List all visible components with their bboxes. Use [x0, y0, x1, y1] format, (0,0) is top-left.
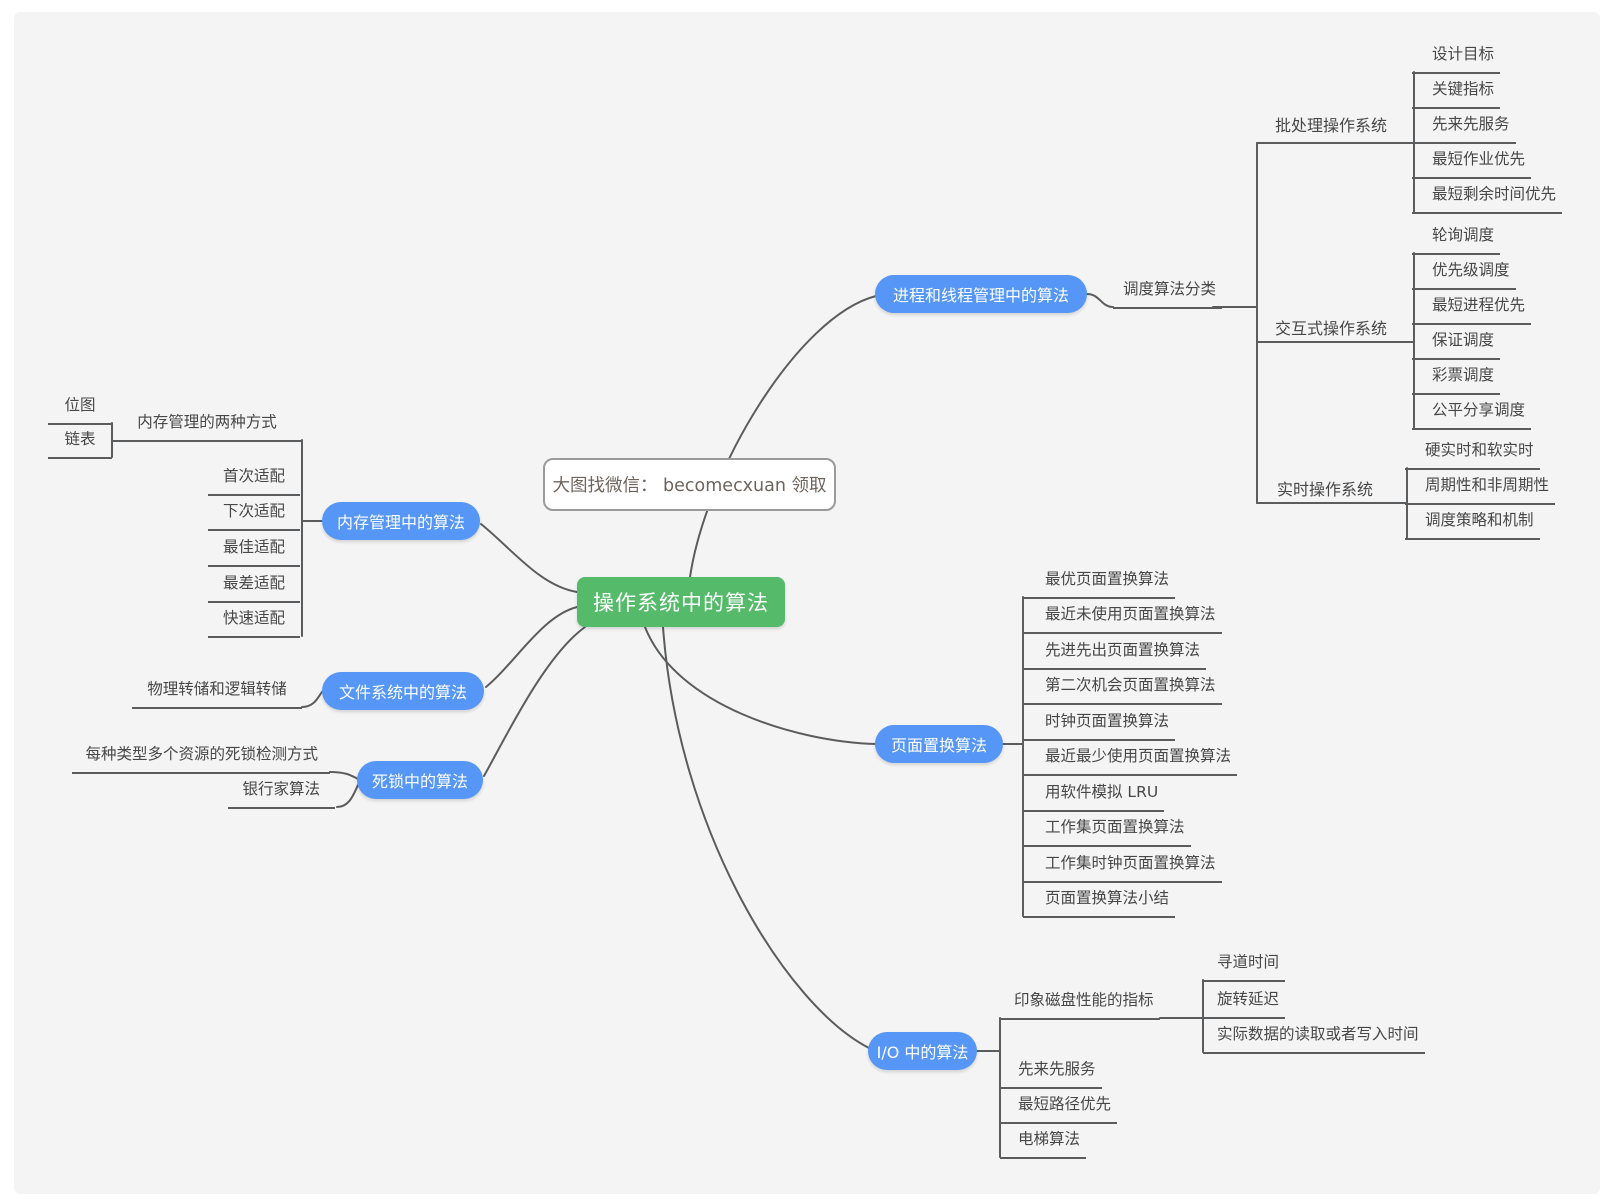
leaf-topic[interactable]: 用软件模拟 LRU [1023, 780, 1165, 812]
watermark-box: 大图找微信： becomecxuan 领取 [543, 458, 836, 511]
branch-deadlock[interactable]: 死锁中的算法 [357, 761, 483, 799]
leaf-topic[interactable]: 首次适配 [208, 464, 300, 496]
leaf-topic[interactable]: 公平分享调度 [1412, 398, 1532, 430]
branch-filesystem[interactable]: 文件系统中的算法 [322, 672, 484, 710]
leaf-topic[interactable]: 周期性和非周期性 [1405, 473, 1556, 505]
leaf-topic[interactable]: 保证调度 [1412, 328, 1501, 360]
leaf-topic[interactable]: 最短进程优先 [1412, 293, 1532, 325]
leaf-topic[interactable]: 最短作业优先 [1412, 147, 1532, 179]
branch-process-threads[interactable]: 进程和线程管理中的算法 [875, 275, 1087, 313]
leaf-topic[interactable]: 调度策略和机制 [1405, 508, 1540, 540]
leaf-topic[interactable]: 先进先出页面置换算法 [1023, 638, 1207, 670]
leaf-topic[interactable]: 最短路径优先 [1000, 1092, 1118, 1124]
topic-batch-os[interactable]: 批处理操作系统 [1275, 116, 1388, 135]
leaf-topic[interactable]: 轮询调度 [1412, 223, 1501, 255]
leaf-topic[interactable]: 先来先服务 [1000, 1057, 1102, 1089]
leaf-topic[interactable]: 最近最少使用页面置换算法 [1023, 744, 1238, 776]
leaf-topic[interactable]: 实际数据的读取或者写入时间 [1203, 1022, 1425, 1054]
leaf-topic[interactable]: 最佳适配 [208, 535, 300, 567]
leaf-topic[interactable]: 最差适配 [208, 571, 300, 603]
leaf-topic[interactable]: 最近未使用页面置换算法 [1023, 602, 1222, 634]
mindmap-canvas [14, 12, 1600, 1194]
leaf-topic[interactable]: 关键指标 [1412, 77, 1501, 109]
leaf-topic[interactable]: 电梯算法 [1000, 1127, 1087, 1159]
topic-disk-metrics[interactable]: 印象磁盘性能的指标 [1000, 988, 1160, 1020]
leaf-topic[interactable]: 银行家算法 [228, 777, 335, 809]
leaf-topic[interactable]: 页面置换算法小结 [1023, 886, 1176, 918]
leaf-topic[interactable]: 时钟页面置换算法 [1023, 709, 1176, 741]
leaf-topic[interactable]: 先来先服务 [1412, 112, 1516, 144]
leaf-topic[interactable]: 彩票调度 [1412, 363, 1501, 395]
leaf-topic[interactable]: 优先级调度 [1412, 258, 1516, 290]
leaf-topic[interactable]: 每种类型多个资源的死锁检测方式 [72, 742, 330, 774]
leaf-topic[interactable]: 链表 [48, 427, 112, 459]
topic-interactive-os[interactable]: 交互式操作系统 [1275, 319, 1388, 338]
leaf-topic[interactable]: 硬实时和软实时 [1405, 438, 1540, 470]
topic-scheduling-classification[interactable]: 调度算法分类 [1113, 277, 1223, 309]
leaf-topic[interactable]: 最优页面置换算法 [1023, 567, 1176, 599]
leaf-topic[interactable]: 位图 [48, 393, 112, 425]
branch-memory[interactable]: 内存管理中的算法 [322, 502, 480, 540]
leaf-topic[interactable]: 工作集时钟页面置换算法 [1023, 851, 1222, 883]
root-topic[interactable]: 操作系统中的算法 [577, 577, 785, 627]
leaf-topic[interactable]: 最短剩余时间优先 [1412, 182, 1563, 214]
leaf-topic[interactable]: 工作集页面置换算法 [1023, 815, 1191, 847]
leaf-topic[interactable]: 物理转储和逻辑转储 [132, 677, 302, 709]
leaf-topic[interactable]: 寻道时间 [1203, 950, 1286, 982]
leaf-topic[interactable]: 快速适配 [208, 606, 300, 638]
topic-realtime-os[interactable]: 实时操作系统 [1277, 480, 1374, 499]
branch-io[interactable]: I/O 中的算法 [868, 1032, 977, 1070]
leaf-topic[interactable]: 设计目标 [1412, 42, 1501, 74]
topic-memory-ways[interactable]: 内存管理的两种方式 [112, 410, 302, 442]
branch-page-replacement[interactable]: 页面置换算法 [875, 725, 1003, 763]
leaf-topic[interactable]: 第二次机会页面置换算法 [1023, 673, 1222, 705]
leaf-topic[interactable]: 下次适配 [208, 499, 300, 531]
leaf-topic[interactable]: 旋转延迟 [1203, 987, 1286, 1019]
